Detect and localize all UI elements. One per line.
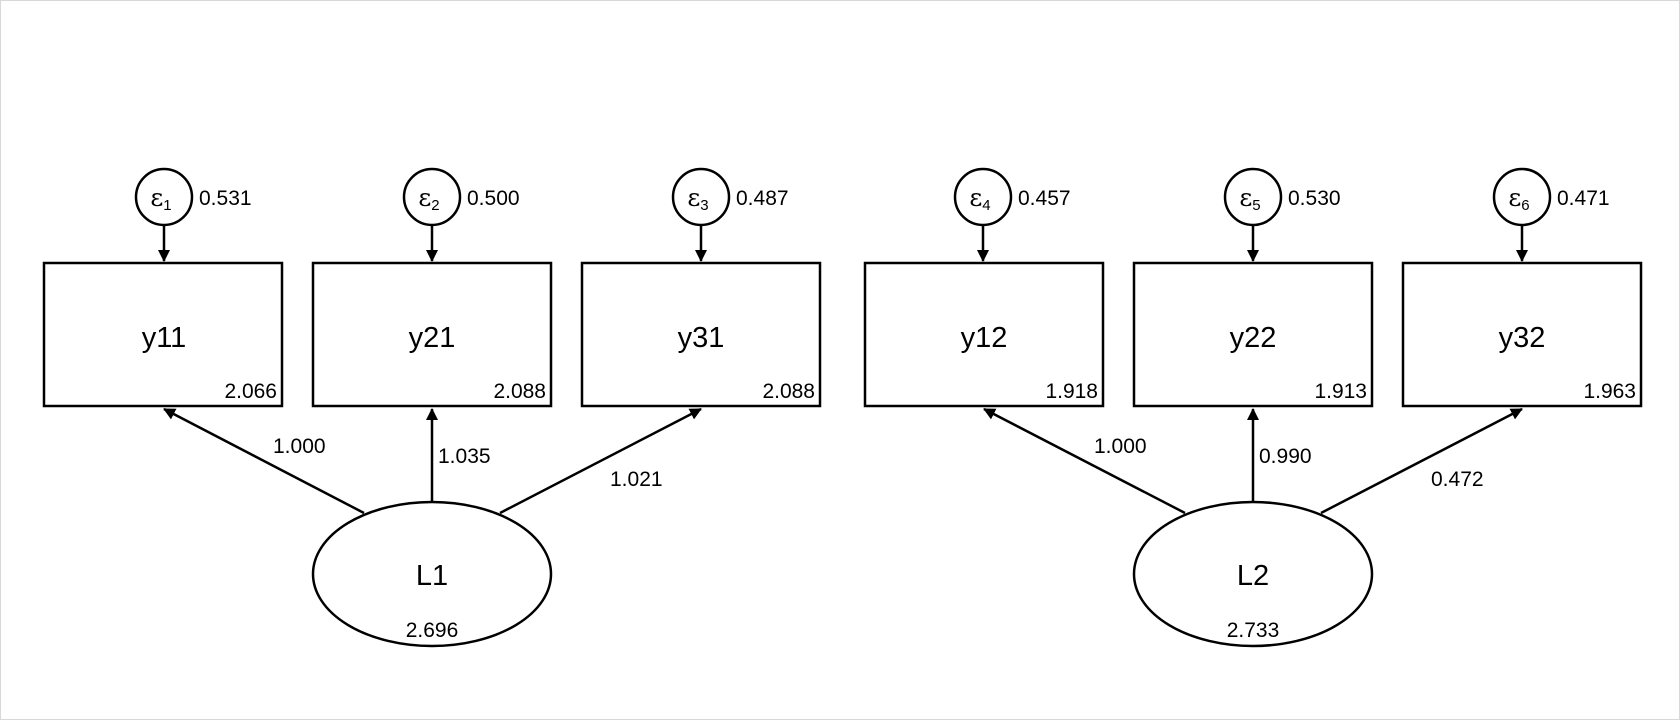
- intercept-y12: 1.918: [1045, 380, 1098, 403]
- svg-text:y31: y31: [678, 322, 725, 354]
- loading-path-y11: [163, 407, 365, 515]
- svg-text:ε6: ε6: [1508, 183, 1529, 214]
- error-node-4: ε4 0.457: [953, 167, 1071, 227]
- svg-text:y22: y22: [1230, 322, 1277, 354]
- intercept-y32: 1.963: [1583, 380, 1636, 403]
- intercept-y21: 2.088: [493, 380, 546, 403]
- loading-label-y11: 1.000: [273, 435, 326, 458]
- svg-text:L1: L1: [416, 560, 448, 592]
- indicator-box-y12: y12 1.918: [863, 261, 1105, 408]
- svg-text:ε4: ε4: [969, 183, 990, 214]
- indicator-box-y32: y32 1.963: [1401, 261, 1643, 408]
- svg-text:y21: y21: [409, 322, 456, 354]
- error-variance-2: 0.500: [467, 187, 520, 210]
- svg-text:y11: y11: [142, 322, 187, 354]
- error-node-6: ε6 0.471: [1492, 167, 1610, 227]
- svg-text:ε2: ε2: [418, 183, 439, 214]
- indicator-box-y22: y22 1.913: [1132, 261, 1374, 408]
- loading-label-y22: 0.990: [1259, 445, 1312, 468]
- latent-node-L2: L2 2.733: [1132, 500, 1374, 648]
- indicator-box-y21: y21 2.088: [311, 261, 553, 408]
- latent-node-L1: L1 2.696: [311, 500, 553, 648]
- svg-text:ε5: ε5: [1239, 183, 1260, 214]
- loading-label-y21: 1.035: [438, 445, 491, 468]
- error-node-1: ε1 0.531: [134, 167, 252, 227]
- error-node-3: ε3 0.487: [671, 167, 789, 227]
- error-variance-5: 0.530: [1288, 187, 1341, 210]
- indicator-box-y31: y31 2.088: [580, 261, 822, 408]
- error-node-5: ε5 0.530: [1223, 167, 1341, 227]
- indicator-box-y11: y11 2.066: [42, 261, 284, 408]
- error-variance-4: 0.457: [1018, 187, 1071, 210]
- latent-variance-L2: 2.733: [1227, 619, 1280, 642]
- error-variance-3: 0.487: [736, 187, 789, 210]
- error-variance-6: 0.471: [1557, 187, 1610, 210]
- loading-path-y12: [983, 407, 1186, 515]
- loading-path-y31: [499, 407, 702, 515]
- intercept-y11: 2.066: [224, 380, 277, 403]
- svg-text:y32: y32: [1499, 322, 1546, 354]
- svg-text:L2: L2: [1237, 560, 1269, 592]
- svg-text:ε3: ε3: [687, 183, 708, 214]
- loading-label-y12: 1.000: [1094, 435, 1147, 458]
- svg-text:ε1: ε1: [150, 183, 171, 214]
- loading-label-y31: 1.021: [610, 468, 663, 491]
- svg-text:y12: y12: [961, 322, 1008, 354]
- loading-label-y32: 0.472: [1431, 468, 1484, 491]
- error-node-2: ε2 0.500: [402, 167, 520, 227]
- loading-path-y32: [1320, 407, 1523, 515]
- latent-variance-L1: 2.696: [406, 619, 459, 642]
- intercept-y22: 1.913: [1314, 380, 1367, 403]
- error-variance-1: 0.531: [199, 187, 252, 210]
- intercept-y31: 2.088: [762, 380, 815, 403]
